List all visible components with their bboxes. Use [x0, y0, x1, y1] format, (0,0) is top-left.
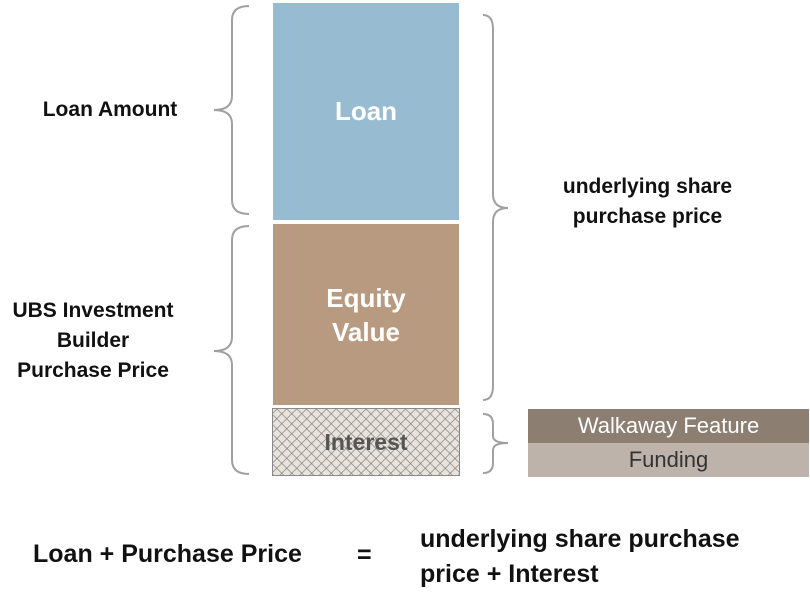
formula-left-text: Loan + Purchase Price — [33, 540, 302, 568]
loan-amount-text: Loan Amount — [42, 98, 178, 121]
formula-equals: = — [357, 541, 372, 570]
walkaway-feature-bar: Walkaway Feature — [528, 409, 809, 443]
formula-left: Loan + Purchase Price — [33, 540, 302, 569]
equity-value-block: Equity Value — [273, 224, 459, 405]
underlying-share-price-label: underlying share purchase price — [530, 172, 765, 232]
equity-line-1: Equity — [326, 282, 406, 313]
formula-equals-text: = — [357, 541, 372, 569]
funding-label: Funding — [628, 447, 709, 472]
ubs-line-1: UBS Investment — [12, 299, 174, 322]
share-line-2: purchase price — [572, 205, 723, 228]
formula-right-line-1: underlying share purchase — [420, 525, 740, 553]
loan-block: Loan — [273, 3, 459, 220]
share-line-1: underlying share — [562, 175, 733, 198]
loan-amount-label: Loan Amount — [20, 95, 200, 125]
purchase-price-brace — [213, 225, 250, 475]
interest-block-label: Interest — [324, 428, 408, 455]
funding-bar: Funding — [528, 443, 809, 477]
formula-right-line-2: price + Interest — [420, 560, 599, 588]
share-price-brace — [482, 14, 509, 401]
loan-block-label: Loan — [334, 96, 398, 126]
interest-block: Interest — [272, 408, 460, 476]
ubs-purchase-price-label: UBS Investment Builder Purchase Price — [0, 296, 186, 386]
ubs-line-2: Builder — [56, 329, 130, 352]
walkaway-feature-label: Walkaway Feature — [577, 413, 760, 438]
equity-line-2: Value — [332, 316, 400, 347]
loan-amount-brace — [213, 5, 250, 215]
ubs-line-3: Purchase Price — [17, 359, 169, 382]
formula-right: underlying share purchase price + Intere… — [420, 522, 740, 592]
interest-brace — [482, 413, 509, 474]
